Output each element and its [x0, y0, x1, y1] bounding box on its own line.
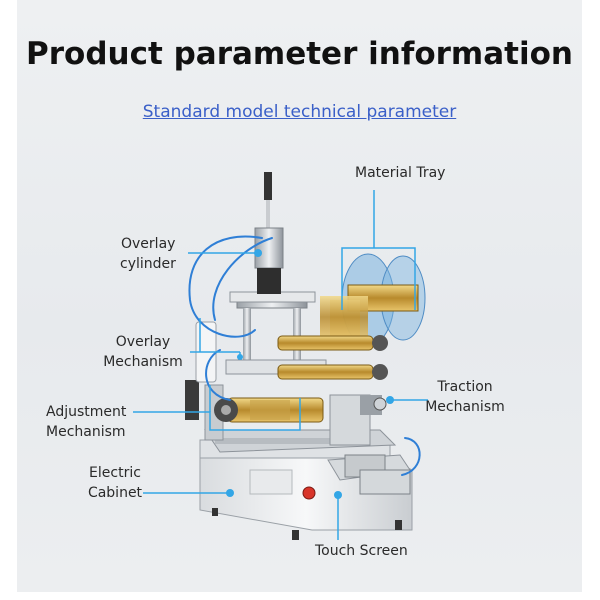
callout-lines: [133, 190, 428, 540]
touch-screen-assembly: [327, 454, 411, 495]
air-tubes: [188, 235, 421, 476]
label-overlay-mechanism: Overlay Mechanism: [103, 334, 183, 370]
label-adjustment-mechanism: Adjustment Mechanism: [46, 404, 127, 440]
page-title: Product parameter information: [26, 36, 573, 72]
label-traction-mechanism: Traction Mechanism: [425, 379, 505, 415]
side-frames: [185, 380, 371, 446]
subtitle-link[interactable]: Standard model technical parameter: [142, 102, 457, 122]
label-material-tray: Material Tray: [355, 165, 446, 181]
label-touch-screen: Touch Screen: [315, 543, 408, 559]
overlay-cylinder: [254, 172, 284, 294]
label-overlay-cylinder: Overlay cylinder: [120, 236, 176, 272]
traction-rollers: [277, 335, 388, 415]
label-electric-cabinet: Electric Cabinet: [87, 465, 143, 501]
adjustment-roller: [214, 397, 324, 423]
material-tray: [320, 253, 426, 347]
callout-dots: [226, 249, 394, 499]
